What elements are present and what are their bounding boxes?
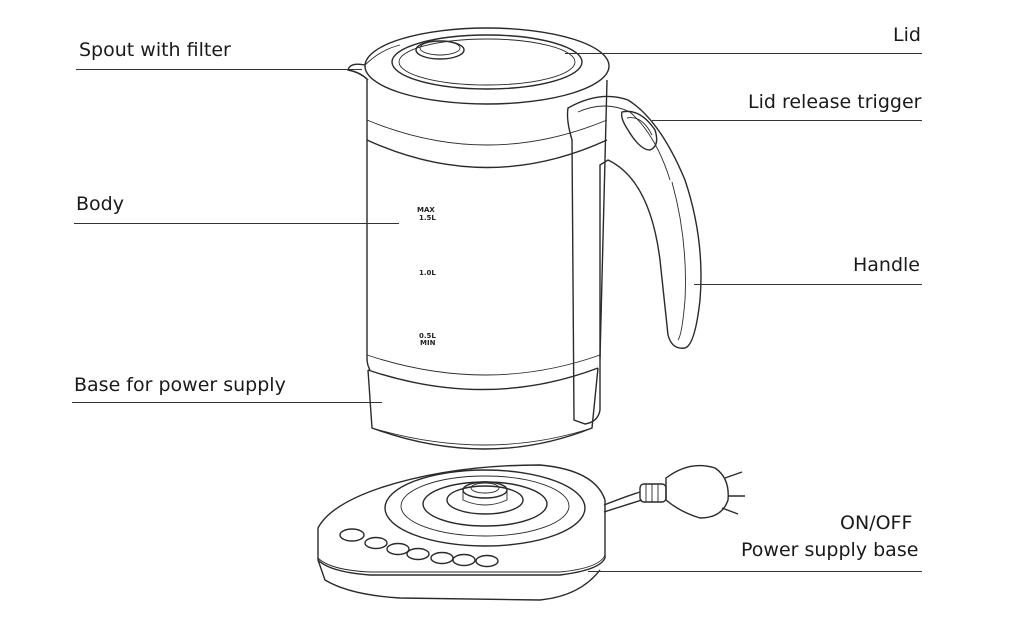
handle-shape	[566, 95, 702, 425]
svg-text:0.5L: 0.5L	[419, 332, 436, 340]
svg-text:MAX: MAX	[417, 206, 435, 214]
svg-text:1.0L: 1.0L	[419, 269, 436, 277]
label-lid: Lid	[893, 24, 921, 46]
leader-base-power	[72, 402, 382, 403]
lid-shape	[391, 34, 583, 90]
svg-text:1.5L: 1.5L	[419, 214, 436, 222]
leader-power-base	[588, 571, 922, 572]
leader-handle	[694, 284, 922, 285]
water-markings: MAX 1.5L 1.0L 0.5L MIN	[417, 206, 436, 347]
label-power-base: Power supply base	[741, 539, 919, 561]
label-onoff: ON/OFF	[840, 512, 913, 534]
label-lid-release: Lid release trigger	[748, 91, 922, 113]
leader-lid	[565, 53, 922, 54]
label-base-power: Base for power supply	[74, 374, 286, 396]
svg-text:MIN: MIN	[420, 339, 436, 347]
leader-spout	[76, 69, 362, 70]
power-base-shape	[317, 464, 745, 601]
label-handle: Handle	[853, 254, 921, 276]
kettle-body-shape	[347, 27, 610, 450]
label-body: Body	[76, 193, 124, 215]
leader-body	[74, 223, 399, 224]
label-spout: Spout with filter	[79, 39, 231, 61]
leader-lid-release	[652, 120, 922, 121]
